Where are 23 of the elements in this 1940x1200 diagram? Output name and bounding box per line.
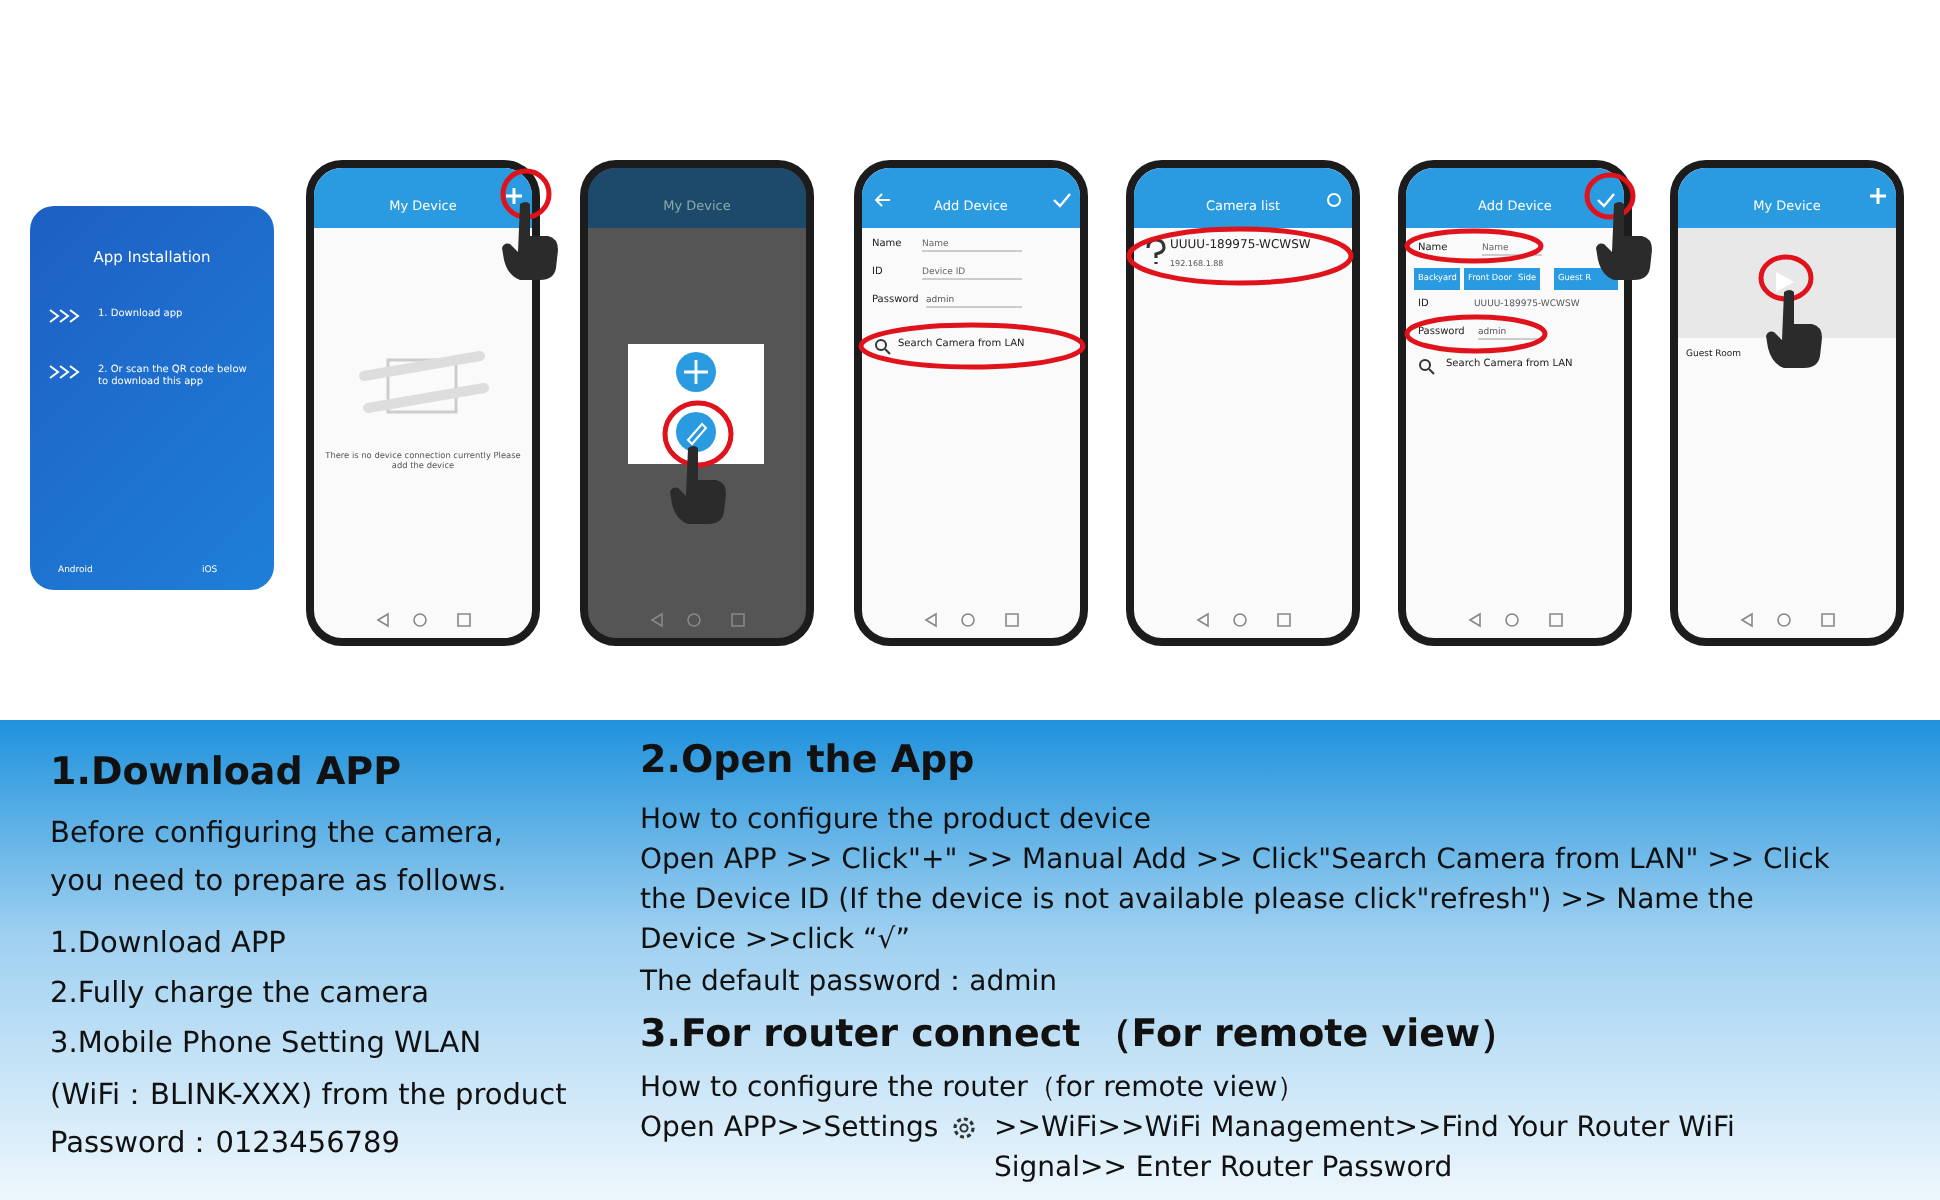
- instruction-text: How to configure the product device: [640, 802, 1151, 840]
- instruction-text: 3.Mobile Phone Setting WLAN: [50, 1026, 482, 1064]
- instruction-text: (WiFi：BLINK-XXX) from the product: [50, 1078, 567, 1116]
- phone-screen: [580, 160, 814, 646]
- instruction-text: 2.Fully charge the camera: [50, 976, 429, 1014]
- phone-screen: [1670, 160, 1904, 646]
- instruction-text: How to configure the router（for remote view）: [640, 1070, 1306, 1108]
- instruction-text: Password：0123456789: [50, 1126, 400, 1164]
- phone-screen: [1126, 160, 1360, 646]
- instruction-text: The default password：admin: [640, 964, 1058, 1002]
- instruction-text: Before configuring the camera,: [50, 816, 503, 854]
- section-heading: 1.Download APP: [50, 752, 401, 792]
- instruction-text: Open APP >> Click"+" >> Manual Add >> Click"Search Camera from LAN" >> Click the Device ID (If the device is not available please click"refresh") >> Name the Device >>click “√”: [640, 842, 1832, 960]
- phone-screen: [854, 160, 1088, 646]
- phone-screen: [1398, 160, 1632, 646]
- instruction-card: [30, 206, 274, 590]
- section-heading: 2.Open the App: [640, 740, 975, 780]
- instruction-text: 1.Download APP: [50, 926, 286, 964]
- instruction-text: >>WiFi>>WiFi Management>>Find Your Router WiFi Signal>> Enter Router Password: [994, 1110, 1737, 1188]
- section-heading: 3.For router connect （For remote view）: [640, 1014, 1519, 1054]
- phone-screen: [306, 160, 540, 646]
- instruction-text: Open APP>>Settings: [640, 1110, 939, 1148]
- instruction-text: you need to prepare as follows.: [50, 864, 507, 902]
